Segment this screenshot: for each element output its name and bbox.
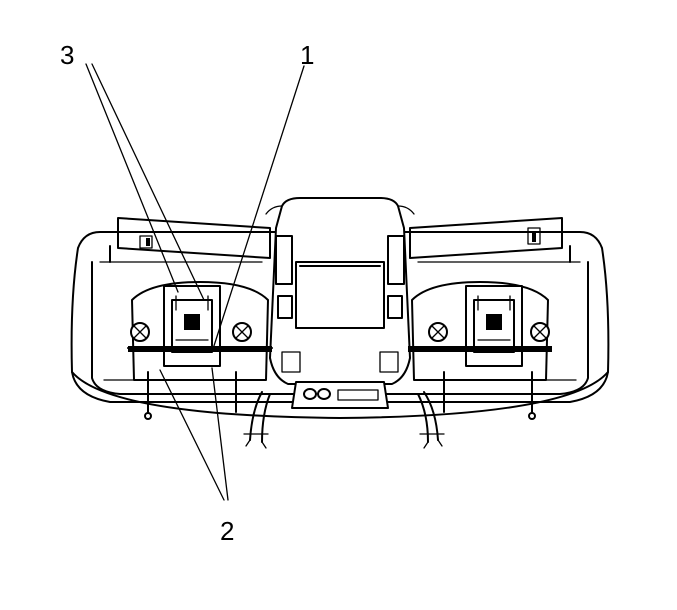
center-armrest: [265, 197, 415, 409]
leader-line-1: [211, 65, 305, 353]
leader-line-3a: [85, 63, 179, 293]
callout-2: 2: [220, 516, 235, 546]
leader-line-2a: [159, 369, 225, 501]
callout-1: 1: [300, 40, 315, 70]
callout-3: 3: [60, 40, 75, 70]
leader-line-2b: [211, 367, 229, 501]
right-seat-mechanism: [408, 281, 552, 420]
left-seat-mechanism: [127, 281, 273, 420]
leader-line-3b: [91, 63, 205, 301]
wiring-harness: [243, 391, 445, 449]
callout-leader-lines: [85, 63, 305, 501]
